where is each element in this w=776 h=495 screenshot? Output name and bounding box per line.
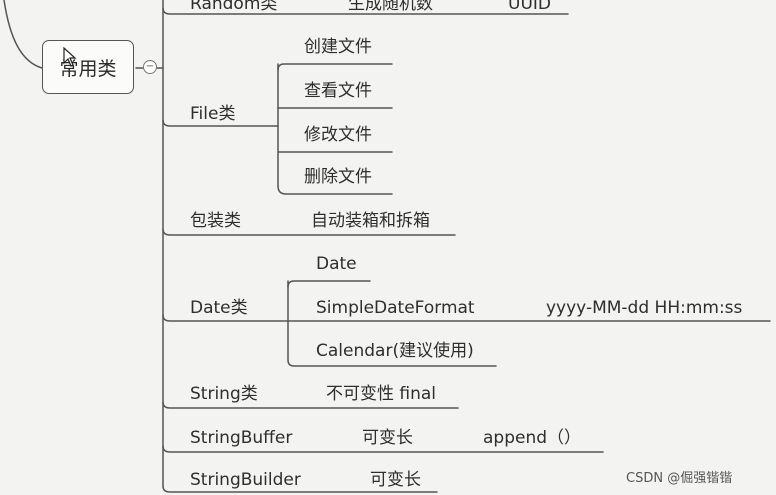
branch-file-label[interactable]: File类 [190,104,236,124]
mouse-cursor-icon [63,47,77,67]
stringbuffer-grandchild-label[interactable]: append（） [483,428,582,448]
branch-random-label[interactable]: Random类 [190,0,278,14]
parent-connector [3,0,43,69]
date-child-1-line [287,280,371,288]
date-child-date[interactable]: Date [316,254,357,274]
stringbuffer-child-label[interactable]: 可变长 [362,428,413,448]
file-branch-line [162,119,279,127]
file-child-view[interactable]: 查看文件 [304,81,372,101]
date-child-3-line [287,359,497,367]
stringbuffer-branch-line [162,445,604,453]
stringbuilder-child-label[interactable]: 可变长 [370,470,421,490]
collapse-toggle-button[interactable]: − [143,60,157,74]
branch-date-label[interactable]: Date类 [190,298,248,318]
file-child-create[interactable]: 创建文件 [304,37,372,57]
wrapper-branch-line [162,228,456,236]
root-node-label: 常用类 [59,57,117,80]
file-child-1-line [277,63,393,71]
file-child-delete[interactable]: 删除文件 [304,167,372,187]
string-child-label[interactable]: 不可变性 final [326,384,437,404]
root-node-changyonglei[interactable]: 常用类 [42,40,134,94]
file-child-4-line [277,185,393,195]
stringbuilder-branch-line [162,485,438,493]
date-branch-line [162,314,289,322]
branch-stringbuffer-label[interactable]: StringBuffer [190,428,293,448]
random-branch-line [162,7,569,15]
random-child-label[interactable]: 生成随机数 [348,0,433,14]
csdn-watermark: CSDN @倔强锴锴 [626,471,733,486]
date-child-simpledateformat[interactable]: SimpleDateFormat [316,298,475,318]
string-branch-line [162,401,459,409]
date-child-calendar[interactable]: Calendar(建议使用) [316,341,474,361]
wrapper-child-label[interactable]: 自动装箱和拆箱 [311,211,430,231]
date-format-pattern[interactable]: yyyy-MM-dd HH:mm:ss [546,298,743,318]
branch-wrapper-label[interactable]: 包装类 [190,211,241,231]
branch-stringbuilder-label[interactable]: StringBuilder [190,470,301,490]
file-child-modify[interactable]: 修改文件 [304,125,372,145]
random-grandchild-label[interactable]: UUID [508,0,551,14]
branch-string-label[interactable]: String类 [190,384,258,404]
